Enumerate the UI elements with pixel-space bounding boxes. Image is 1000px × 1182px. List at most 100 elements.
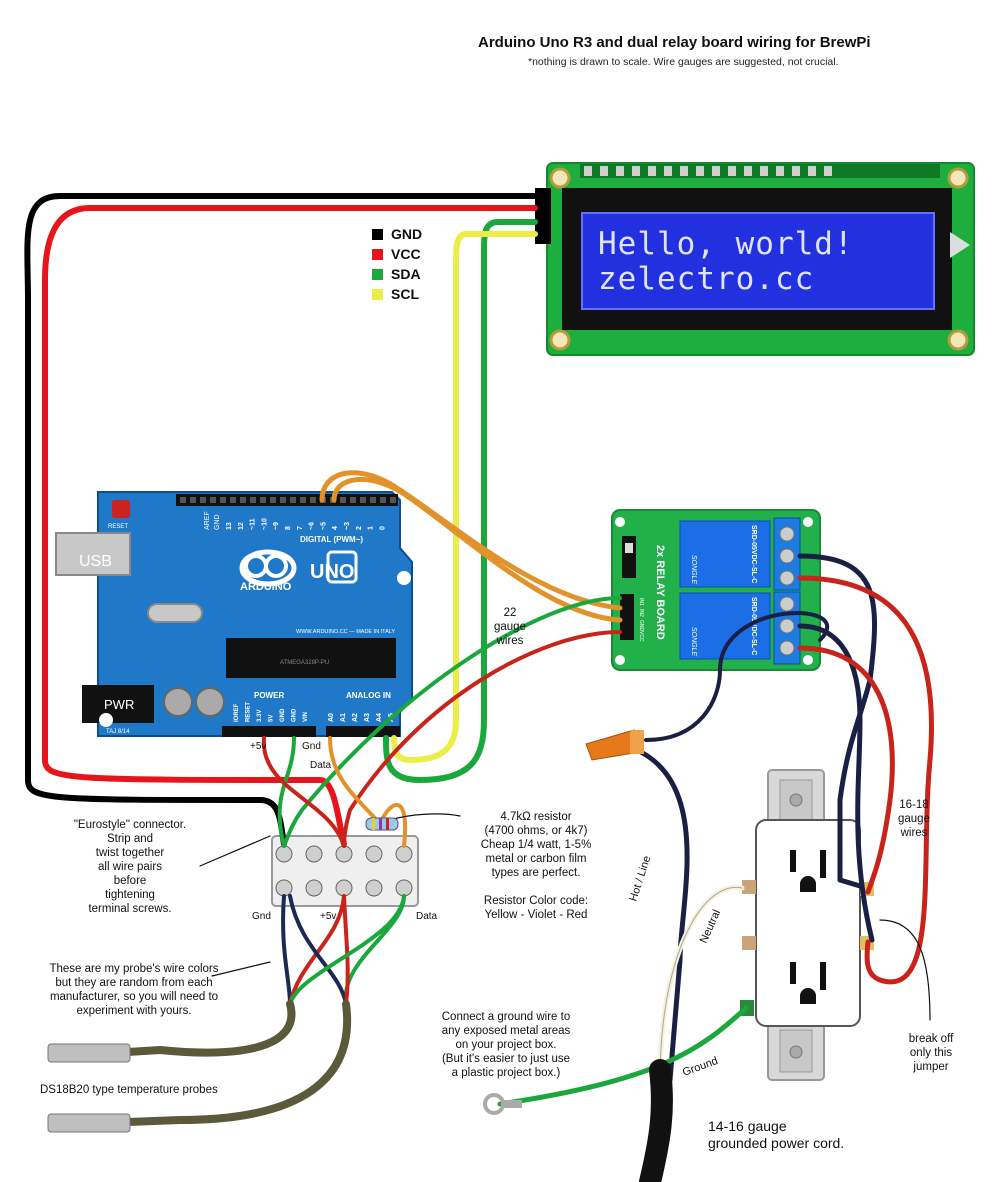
digital-label: DIGITAL (PWM~) (300, 535, 363, 544)
digital-pin-label-5: 8 (285, 526, 292, 530)
analog-pin-label-0: A0 (328, 713, 335, 722)
lcd-module (535, 162, 975, 356)
note-resistor: 4.7kΩ resistor (4700 ohms, or 4k7) Cheap… (480, 811, 592, 879)
hot-line-label: Hot / Line (627, 854, 653, 902)
aref-label: AREF (204, 511, 211, 530)
legend-item-vcc: VCC (372, 244, 422, 264)
page-subtitle: *nothing is drawn to scale. Wire gauges … (528, 56, 839, 68)
arduino-model: UNO (310, 561, 354, 583)
power-outlet (740, 769, 874, 1081)
digital-pin-label-2: ~11 (250, 518, 257, 530)
taj-label: TAJ 8/14 (106, 729, 130, 735)
analog-pin-label-2: A2 (352, 713, 359, 722)
relay2-brand: SONGLE (690, 627, 697, 657)
power-pin-label-4: GND (280, 708, 286, 722)
power-pin-label-0: IOREF (234, 703, 240, 722)
digital-pin-label-11: 2 (356, 526, 363, 530)
pointer-eurostyle (199, 835, 271, 867)
wires (24, 193, 934, 1182)
note-resistor-code: Resistor Color code: Yellow - Violet - R… (483, 895, 589, 921)
analog-pin-label-4: A4 (376, 713, 383, 722)
lcd-header-pins (584, 166, 832, 176)
digital-pin-label-8: ~5 (320, 522, 327, 530)
resistor-4k7 (365, 817, 399, 831)
wire-gnd-black (24, 193, 538, 847)
note-jumper: break off only this jumper (908, 1033, 954, 1073)
digital-pin-label-9: 4 (332, 526, 339, 530)
wire-nut (585, 729, 644, 761)
usb-label: USB (79, 553, 112, 570)
wire-relay-gnd (282, 596, 622, 848)
power-pin-label-2: 3.3V (257, 710, 263, 722)
note-16-gauge: 16-18 gauge wires (898, 799, 930, 839)
arduino-website: WWW.ARDUINO.CC — MADE IN ITALY (296, 629, 395, 635)
digital-pin-label-3: ~10 (261, 518, 268, 530)
analog-pin-label-1: A1 (340, 713, 347, 722)
relay-pin-label-1: IN2 (638, 609, 644, 617)
analog-label: ANALOG IN (346, 691, 391, 700)
relay1-brand: SONGLE (690, 555, 697, 585)
pointer-jumper (879, 919, 931, 1021)
arduino-uno-board (55, 491, 413, 737)
legend-swatch (372, 268, 383, 280)
eurostyle-terminal-block (271, 835, 419, 907)
lcd-line2: zelectro.cc (598, 261, 814, 297)
digital-pin-label-12: 1 (368, 526, 375, 530)
legend-item-gnd: GND (372, 224, 422, 244)
ground-ring-terminal (483, 1093, 522, 1115)
temperature-probe-2 (47, 1113, 131, 1133)
gnd-digital-label: GND (214, 514, 221, 530)
wire-hot-line (607, 739, 690, 1083)
reset-label: RESET (108, 524, 128, 530)
relay-board (611, 509, 821, 671)
lcd-line1: Hello, world! (598, 226, 854, 262)
power-label: POWER (254, 691, 284, 700)
relay1-model: SRD-05VDC-SL-C (750, 525, 757, 583)
ground-label: Ground (681, 1055, 720, 1079)
label-plus5v-bottom: +5v (320, 911, 337, 922)
wire-relay-vcc (342, 630, 622, 848)
wire-color-legend: GND VCC SDA SCL (372, 224, 422, 304)
note-eurostyle: "Eurostyle" connector. Strip and twist t… (73, 819, 187, 915)
legend-swatch (372, 288, 383, 300)
pointer-probe-colors (211, 961, 271, 977)
digital-pin-label-7: ~6 (309, 522, 316, 530)
power-pin-label-6: VIN (303, 712, 309, 722)
page-title: Arduino Uno R3 and dual relay board wiri… (478, 34, 871, 51)
digital-pin-label-6: 7 (297, 526, 304, 530)
digital-pin-label-1: 12 (238, 522, 245, 530)
relay-pin-label-2: GND (638, 620, 644, 632)
note-22-gauge: 22 gauge wires (494, 607, 526, 647)
analog-pin-label-3: A3 (364, 713, 371, 722)
note-probes: DS18B20 type temperature probes (40, 1084, 218, 1096)
wire-vcc-red (42, 205, 538, 847)
note-power-cord: 14-16 gauge grounded power cord. (708, 1118, 845, 1151)
arduino-logo-icon (244, 554, 288, 578)
arduino-brand: ARDUINO (240, 581, 292, 593)
legend-swatch (372, 228, 383, 240)
note-ground-wire: Connect a ground wire to any exposed met… (441, 1011, 571, 1079)
neutral-label: Neutral (698, 908, 723, 945)
pointer-resistor (389, 813, 461, 821)
power-cord (639, 1059, 673, 1182)
wire-sda-green (383, 219, 538, 783)
pwr-label: PWR (104, 697, 134, 712)
digital-pin-label-10: ~3 (344, 522, 351, 530)
label-plus5v-top: +5v (250, 741, 267, 752)
power-pin-label-1: RESET (246, 702, 252, 722)
wire-arduino-gnd (277, 736, 296, 848)
power-pin-label-3: 5V (269, 715, 275, 722)
digital-pin-label-4: ~9 (273, 522, 280, 530)
legend-swatch (372, 248, 383, 260)
power-pin-label-5: GND (292, 708, 298, 722)
digital-pin-label-13: 0 (379, 526, 386, 530)
power-pin-labels: IOREF RESET 3.3V 5V GND GND VIN (234, 702, 309, 722)
chip-label: ATMEGA328P-PU (280, 660, 329, 666)
label-gnd-top: Gnd (302, 741, 321, 752)
relay2-model: SRD-05VDC-SL-C (750, 597, 757, 655)
label-data-bottom: Data (416, 911, 438, 922)
relay-title: 2x RELAY BOARD (654, 545, 666, 640)
relay-pin-label-3: VCC (638, 631, 644, 642)
